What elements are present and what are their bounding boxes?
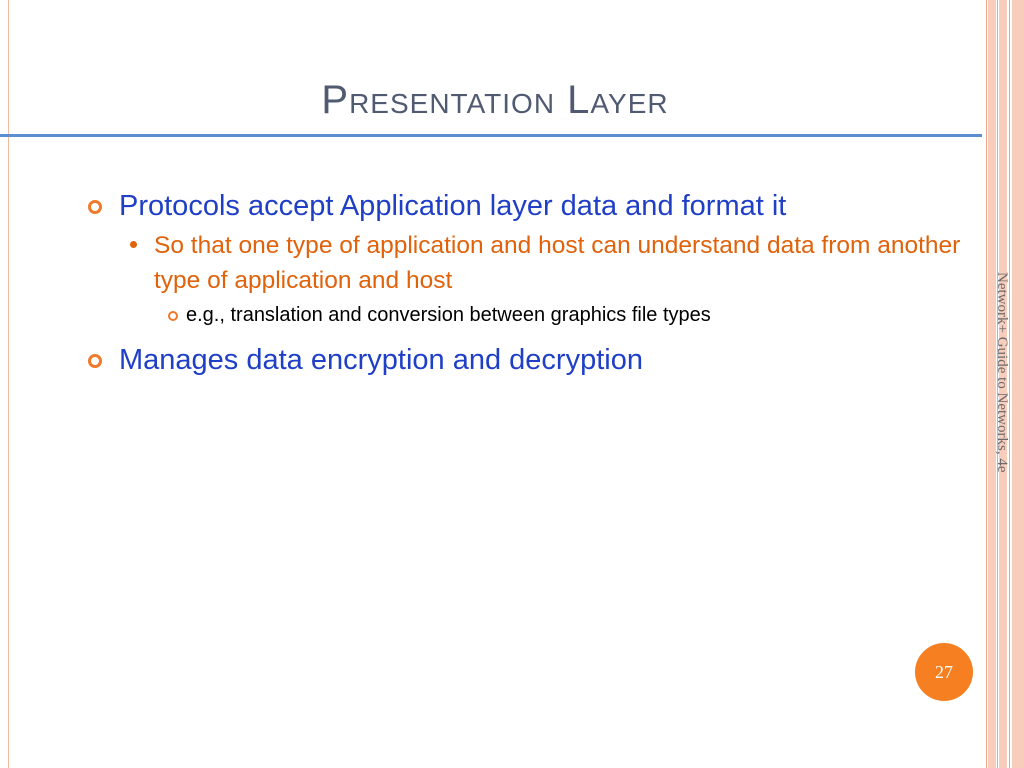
right-frame-band: [988, 0, 996, 768]
sub-sub-bullet-text: e.g., translation and conversion between…: [186, 304, 711, 326]
sub-sub-bullet-item: e.g., translation and conversion between…: [168, 300, 978, 330]
bullet-text: Protocols accept Application layer data …: [119, 190, 787, 222]
footer-vertical-text: Network+ Guide to Networks, 4e: [994, 272, 1010, 473]
dot-bullet-icon: [130, 241, 137, 248]
ring-bullet-icon: [88, 200, 102, 214]
page-number-badge: 27: [915, 643, 973, 701]
title-underline: [0, 134, 982, 137]
right-frame-line: [986, 0, 987, 768]
bullet-text: Manages data encryption and decryption: [119, 344, 643, 376]
bullet-item: Manages data encryption and decryption: [88, 342, 978, 378]
right-frame-band: [1012, 0, 1024, 768]
ring-bullet-icon: [88, 354, 102, 368]
sub-bullet-item: So that one type of application and host…: [130, 228, 978, 298]
bullet-list: Protocols accept Application layer data …: [88, 188, 978, 378]
right-frame-line: [997, 0, 998, 768]
sub-bullet-text: So that one type of application and host…: [154, 232, 961, 294]
right-frame-line: [1009, 0, 1010, 768]
slide-title: Presentation Layer: [321, 78, 669, 122]
right-frame-band: [999, 0, 1007, 768]
left-frame-line: [8, 0, 9, 768]
bullet-item: Protocols accept Application layer data …: [88, 188, 978, 224]
small-ring-bullet-icon: [168, 311, 178, 321]
